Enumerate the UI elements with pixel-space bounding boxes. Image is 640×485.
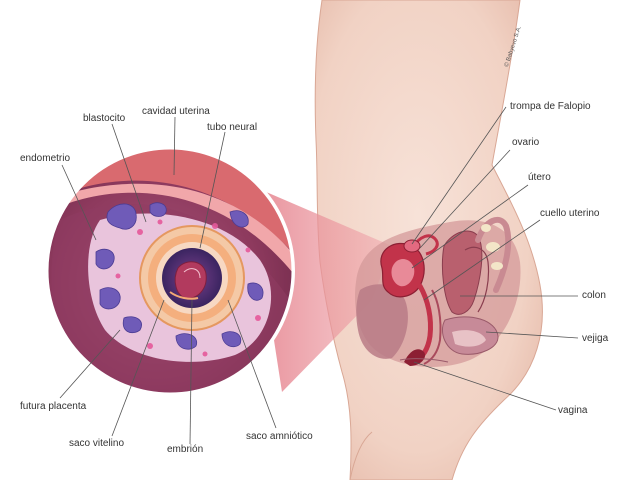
label-saco-vitelino: saco vitelino	[69, 438, 125, 449]
label-cuello-uterino: cuello uterino	[540, 208, 600, 219]
label-endometrio: endometrio	[20, 153, 71, 164]
label-utero: útero	[528, 172, 551, 183]
label-saco-amniotico: saco amniótico	[246, 431, 313, 442]
label-embrion: embrión	[167, 444, 204, 455]
label-blastocito: blastocito	[83, 113, 126, 124]
label-trompa-de-falopio: trompa de Falopio	[510, 101, 591, 112]
label-futura-placenta: futura placenta	[20, 401, 87, 412]
label-colon: colon	[582, 290, 606, 301]
label-vejiga: vejiga	[582, 333, 609, 344]
leader-lines	[59, 106, 579, 445]
zoom-circle	[45, 146, 295, 396]
label-vagina: vagina	[558, 405, 588, 416]
label-tubo-neural: tubo neural	[207, 122, 258, 133]
pelvic-organs	[354, 216, 521, 367]
thigh-crease	[349, 431, 373, 481]
label-cavidad-uterina: cavidad uterina	[142, 106, 210, 117]
label-ovario: ovario	[512, 137, 540, 148]
